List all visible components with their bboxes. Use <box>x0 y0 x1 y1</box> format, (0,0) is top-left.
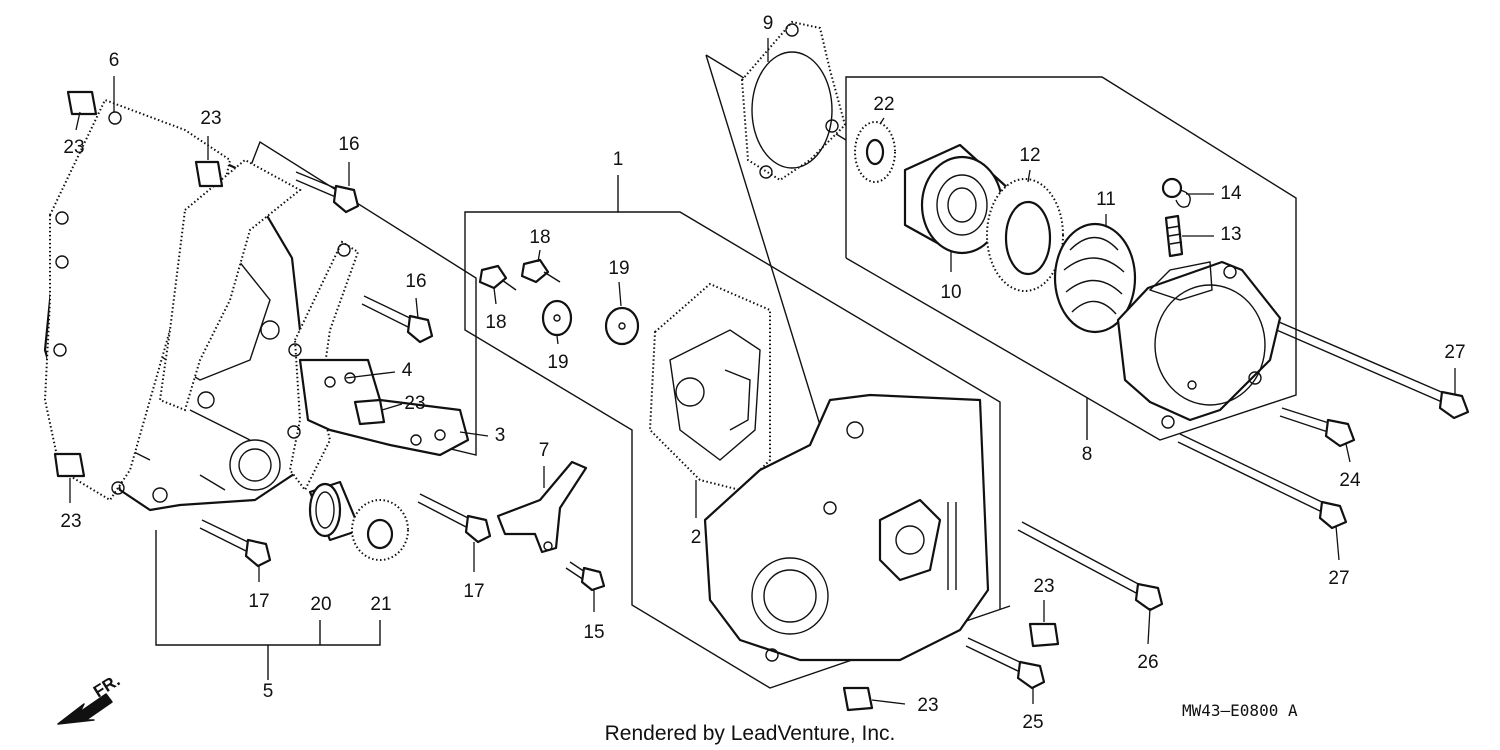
crankcase-gasket-6 <box>43 98 232 502</box>
bearing-22 <box>854 121 896 183</box>
washers <box>541 299 640 346</box>
callout-16: 16 <box>405 271 426 292</box>
callout-23: 23 <box>404 393 425 414</box>
callout-13: 13 <box>1220 224 1241 245</box>
callout-15: 15 <box>583 622 604 643</box>
callout-24: 24 <box>1339 470 1361 491</box>
callout-18: 18 <box>529 227 550 248</box>
bracket-7 <box>496 460 588 554</box>
callout-2: 2 <box>691 527 702 548</box>
callout-11: 11 <box>1096 189 1116 210</box>
assembly-bracket-5 <box>155 530 381 680</box>
callout-23: 23 <box>200 108 221 129</box>
callout-1: 1 <box>613 149 624 170</box>
bleed-bolt-13-14 <box>1161 177 1191 258</box>
credit-text: Rendered by LeadVenture, Inc. <box>605 722 896 745</box>
dowel-pins <box>53 90 1060 712</box>
callout-18: 18 <box>485 312 506 333</box>
callout-3: 3 <box>495 425 506 446</box>
callout-23: 23 <box>1033 576 1054 597</box>
callout-10: 10 <box>940 282 961 303</box>
callout-7: 7 <box>539 440 550 461</box>
callout-23: 23 <box>63 137 84 158</box>
pump-cover-1 <box>703 393 990 662</box>
oil-seal-21 <box>351 499 409 561</box>
bolts <box>199 171 1470 690</box>
middle-gasket <box>158 158 302 412</box>
callout-6: 6 <box>109 50 120 71</box>
front-direction-arrow-icon: FR. <box>57 671 123 725</box>
callout-21: 21 <box>370 594 391 615</box>
pump-body-8 <box>1116 260 1282 429</box>
callout-5: 5 <box>263 681 274 702</box>
callout-19: 19 <box>547 352 568 373</box>
callout-26: 26 <box>1137 652 1158 673</box>
callout-27: 27 <box>1328 568 1349 589</box>
needle-bearing-20 <box>308 480 362 542</box>
callout-27: 27 <box>1444 342 1465 363</box>
callout-19: 19 <box>608 258 629 279</box>
plate-3 <box>298 358 470 457</box>
gasket-9 <box>740 20 847 182</box>
callout-4: 4 <box>402 360 413 381</box>
seal-12 <box>986 178 1064 292</box>
callout-12: 12 <box>1019 145 1040 166</box>
callout-23: 23 <box>60 511 81 532</box>
callout-14: 14 <box>1220 183 1242 204</box>
callout-9: 9 <box>763 13 774 34</box>
assembly-outline-1 <box>464 175 1011 689</box>
leader-lines <box>69 38 1456 705</box>
seal-11 <box>1053 222 1137 334</box>
callout-16: 16 <box>338 134 359 155</box>
callout-20: 20 <box>310 594 331 615</box>
callout-25: 25 <box>1022 712 1043 733</box>
callout-17: 17 <box>248 591 269 612</box>
diagram-code: MW43–E0800 A <box>1182 701 1298 720</box>
front-direction-label: FR. <box>90 671 123 702</box>
insulator-2 <box>648 282 771 492</box>
callout-22: 22 <box>873 94 894 115</box>
callout-23: 23 <box>917 695 938 716</box>
callout-8: 8 <box>1082 444 1093 465</box>
callout-17: 17 <box>463 581 484 602</box>
